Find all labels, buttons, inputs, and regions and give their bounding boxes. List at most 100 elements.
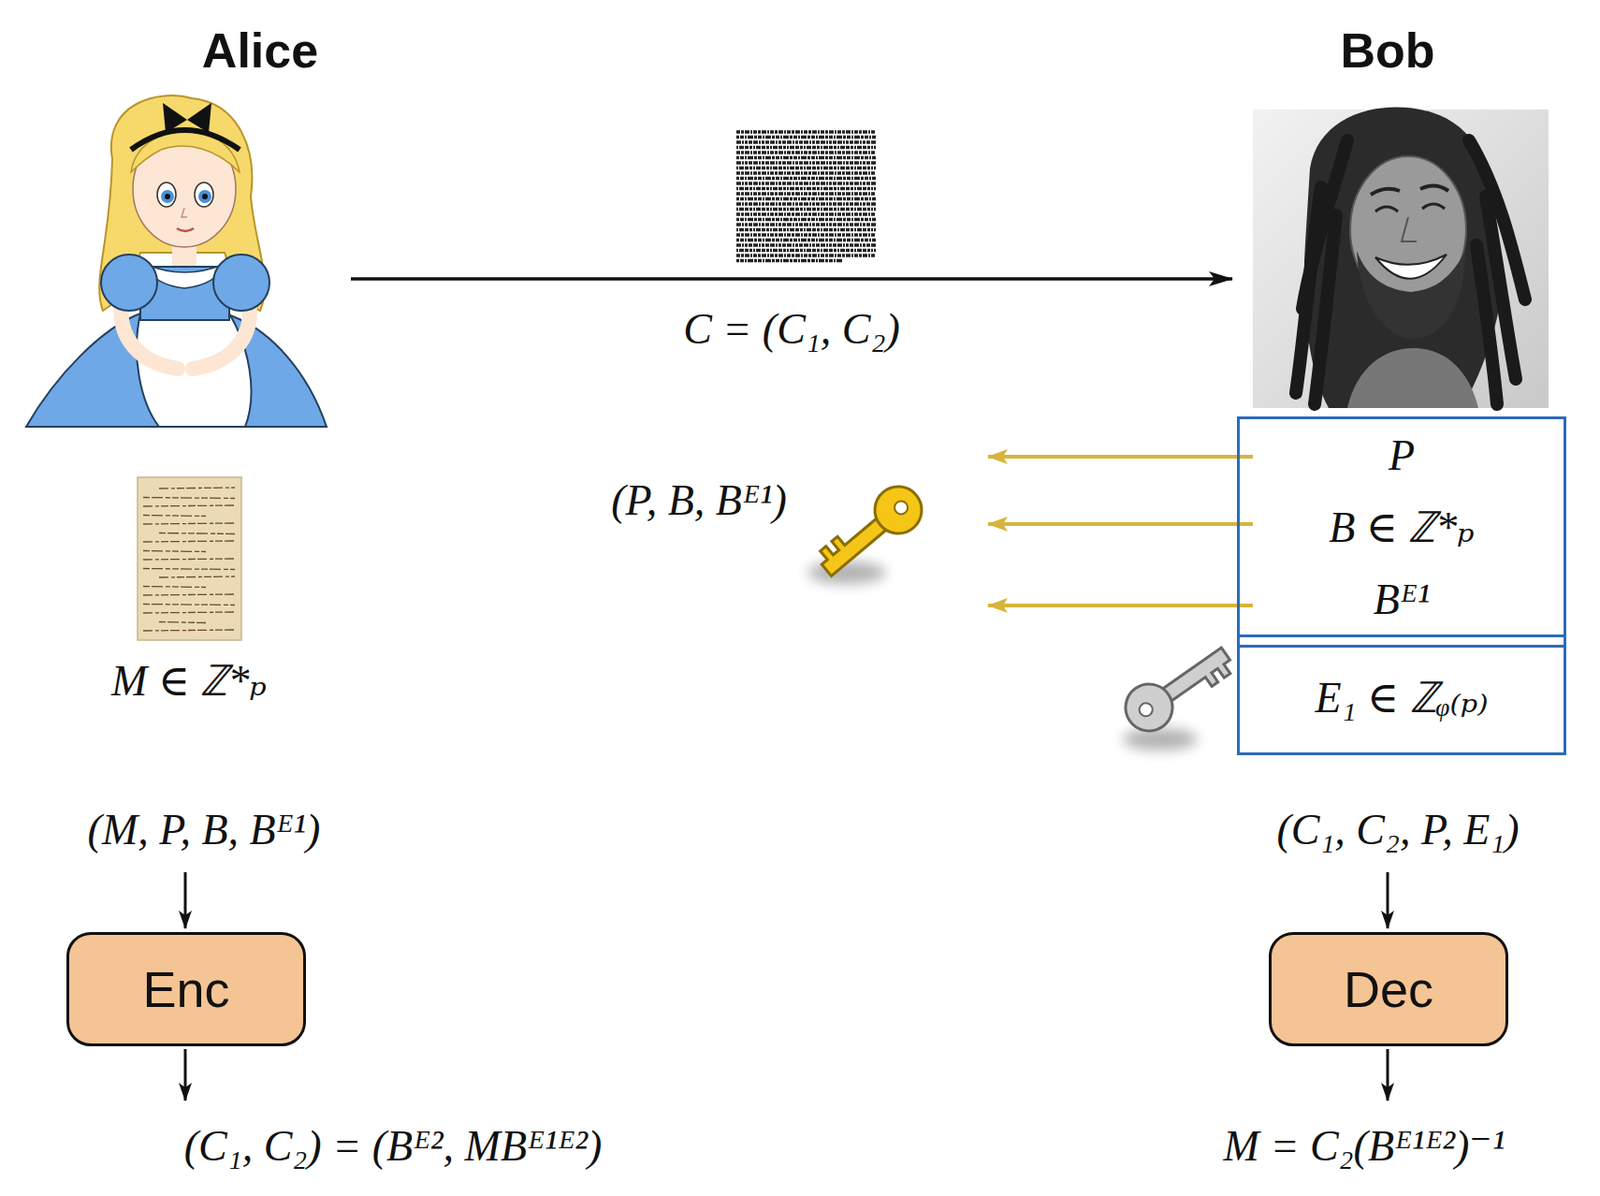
math-expression: M ∈ ℤ*ₚ <box>111 649 267 708</box>
ciphertext-image <box>736 176 876 180</box>
private-key-icon <box>1136 700 1155 719</box>
letter-image <box>143 523 235 524</box>
math-expression: (C₁, C₂, P, E₁) <box>1276 804 1519 855</box>
alice-figure <box>202 193 208 200</box>
key-component: P <box>1388 419 1415 492</box>
ciphertext-image <box>736 135 876 139</box>
process-box: Dec <box>1268 931 1509 1047</box>
ciphertext-image <box>736 156 876 160</box>
public-key-icon <box>891 498 911 518</box>
flow-arrows <box>184 1048 188 1101</box>
alice-figure <box>130 130 240 150</box>
letter-image <box>143 586 206 588</box>
letter-image <box>159 622 206 624</box>
key-publish-arrows <box>988 456 1253 606</box>
ciphertext-image <box>736 197 876 201</box>
alice-figure <box>198 189 212 204</box>
ciphertext-image <box>736 243 876 247</box>
ciphertext-image <box>732 125 880 270</box>
ciphertext-image <box>736 248 876 252</box>
flow-arrows <box>1386 1048 1390 1101</box>
public-key-icon <box>807 477 931 589</box>
ciphertext-image <box>736 145 876 149</box>
ciphertext-image <box>736 191 876 195</box>
key-component: Bᴱ¹ <box>1373 563 1431 636</box>
ciphertext-label: C = (C₁, C₂) <box>677 304 906 354</box>
public-key-icon <box>807 561 887 584</box>
ciphertext-image <box>736 166 876 170</box>
letter-image <box>143 611 235 613</box>
ciphertext-image <box>736 253 876 257</box>
ciphertext-image <box>736 222 876 226</box>
ciphertext-image <box>736 130 876 133</box>
letter-image <box>143 558 235 560</box>
ciphertext-image <box>736 140 876 144</box>
person-name: Bob <box>1249 20 1527 81</box>
alice-figure <box>194 182 214 207</box>
public-key-icon <box>865 477 931 543</box>
letter-image <box>137 477 242 640</box>
letter-image <box>137 477 242 640</box>
letter-image <box>143 505 235 507</box>
private-key-icon <box>1116 674 1182 741</box>
math-expression: (P, B, Bᴱ¹) <box>610 475 787 525</box>
alice-figure <box>176 228 194 232</box>
letter-image <box>143 568 235 570</box>
bob-photo <box>1302 140 1348 309</box>
letter-image <box>143 629 235 631</box>
bob-photo <box>1422 203 1445 209</box>
bob-photo <box>1375 254 1447 279</box>
letter-image <box>159 533 235 535</box>
bob-photo <box>1469 140 1526 300</box>
key-component: E₁ ∈ ℤᵩ₍ₚ₎ <box>1314 666 1488 725</box>
letter-image <box>143 540 235 542</box>
bob-photo <box>1252 107 1549 408</box>
letter-image <box>143 594 235 596</box>
letter-image <box>159 576 235 578</box>
key-publish-arrows <box>988 603 1253 608</box>
bob-photo <box>1356 250 1466 339</box>
bob-photo <box>1401 217 1417 242</box>
private-key-icon <box>1116 634 1239 751</box>
flow-arrows <box>1386 872 1390 929</box>
letter-image <box>143 604 235 606</box>
bob-photo <box>1476 245 1498 405</box>
math-expression: (C₁, C₂) = (Bᴱ², MBᴱ¹ᴱ²) <box>184 1120 603 1171</box>
flow-arrows <box>185 872 1388 1101</box>
ciphertext-image <box>732 125 880 270</box>
process-box: Enc <box>66 931 306 1047</box>
alice-figure <box>162 102 212 133</box>
flow-arrows <box>184 872 188 929</box>
ciphertext-image <box>736 150 876 154</box>
ciphertext-image <box>736 171 876 175</box>
alice-figure <box>213 254 270 311</box>
math-expression: M = C₂(Bᴱ¹ᴱ²)⁻¹ <box>1223 1120 1506 1171</box>
person-figure: Bob <box>1249 20 1554 412</box>
public-key-icon <box>811 477 931 589</box>
bob-photo <box>1370 185 1449 195</box>
alice-figure <box>160 189 175 204</box>
math-expression: (M, P, B, Bᴱ¹) <box>87 804 321 855</box>
key-publish-arrows <box>988 454 1253 459</box>
key-publish-arrows <box>988 522 1253 526</box>
private-key-icon <box>1122 727 1198 751</box>
bob-photo <box>1375 206 1398 212</box>
alice-figure <box>164 193 171 200</box>
ciphertext-image <box>736 259 843 262</box>
ciphertext-image <box>736 207 876 211</box>
alice-figure <box>26 95 327 427</box>
letter-image <box>143 551 206 553</box>
letter-image <box>143 515 206 517</box>
ciphertext-image <box>736 160 876 164</box>
key-component: B ∈ ℤ*ₚ <box>1328 491 1475 564</box>
alice-figure <box>181 207 188 218</box>
bob-photo <box>1347 348 1479 408</box>
letter-image <box>159 487 235 489</box>
ciphertext-image <box>736 202 876 205</box>
ciphertext-image <box>736 181 876 185</box>
public-key-box: PB ∈ ℤ*ₚBᴱ¹ <box>1236 416 1567 648</box>
ciphertext-image <box>736 238 876 242</box>
ciphertext-image <box>736 218 876 221</box>
ciphertext-image <box>736 187 876 190</box>
